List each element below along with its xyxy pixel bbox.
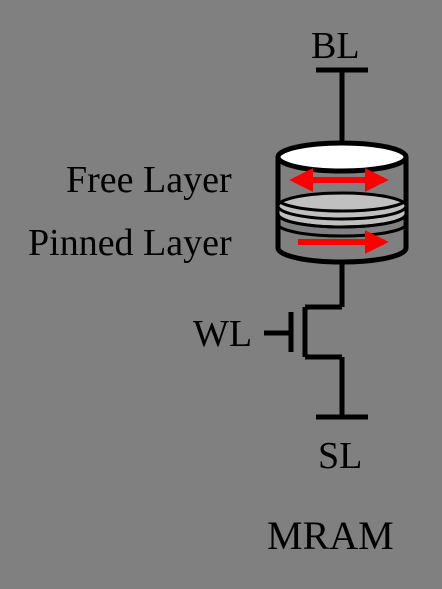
diagram-title: MRAM <box>267 513 394 558</box>
source-line-label: SL <box>318 435 363 477</box>
bit-line-label: BL <box>311 25 360 67</box>
barrier-upper-edge <box>276 205 408 221</box>
barrier-lower-edge <box>276 213 408 229</box>
pinned-layer-label: Pinned Layer <box>28 222 232 264</box>
pinned-layer-top-edge <box>276 223 408 238</box>
free-layer-bottom-edge <box>276 198 408 213</box>
mtj-top-face <box>275 140 409 174</box>
word-line-label: WL <box>193 313 253 355</box>
free-layer-label: Free Layer <box>66 159 232 201</box>
